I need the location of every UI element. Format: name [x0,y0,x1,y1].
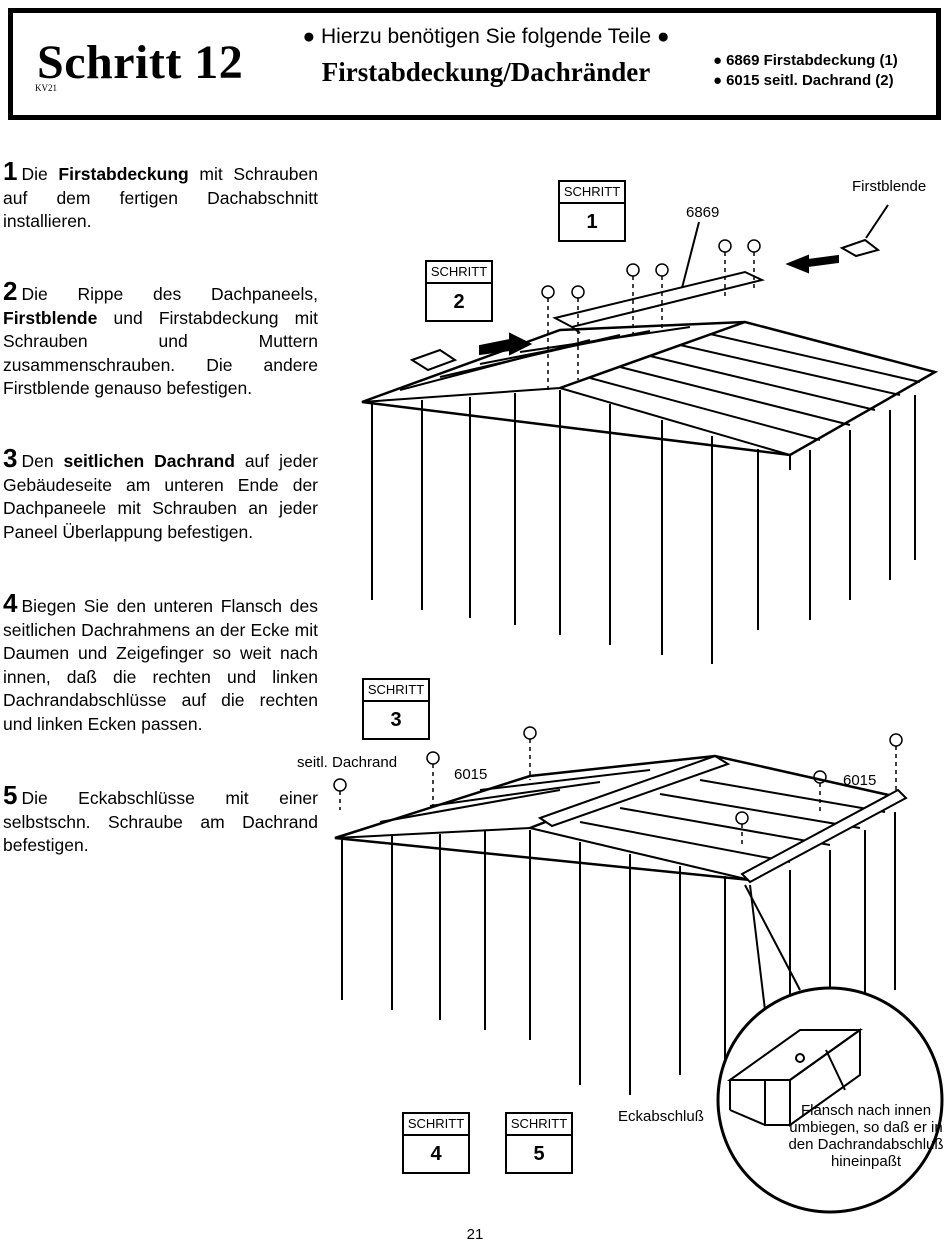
ridge-cap-lower [537,754,731,828]
header-box: Schritt 12 KV21 ● Hierzu benötigen Sie f… [8,8,941,120]
label-flansch-note: Flansch nach innen umbiegen, so daß er i… [788,1102,944,1170]
screws-lower [333,726,903,848]
upper-walls [371,390,916,664]
step-box-2: SCHRITT 2 [425,260,493,322]
instruction-number: 3 [3,443,18,473]
arrows-upper [409,204,889,372]
step-box-5: SCHRITT 5 [505,1112,573,1174]
instruction-number: 2 [3,276,18,306]
parts-list: 6869 Firstabdeckung (1) 6015 seitl. Dach… [713,51,898,91]
part-item: 6869 Firstabdeckung (1) [713,51,898,71]
label-part-6015-right: 6015 [843,772,877,789]
step-box-1: SCHRITT 1 [558,180,626,242]
instruction-number: 1 [3,156,18,186]
lower-roof [334,754,906,882]
detail-callout [716,884,944,1214]
part-item: 6015 seitl. Dachrand (2) [713,71,898,91]
instruction-number: 4 [3,588,18,618]
step-box-3: SCHRITT 3 [362,678,430,740]
step-title: Schritt 12 [37,36,244,89]
page-number: 21 [466,1226,484,1243]
lower-walls [341,812,896,1095]
label-part-6869: 6869 [686,204,720,221]
label-part-6015-left: 6015 [454,766,488,783]
step-box-4: SCHRITT 4 [402,1112,470,1174]
label-eckabschluss: Eckabschluß [618,1108,704,1125]
side-trim-6015 [740,788,908,884]
doc-code: KV21 [35,83,57,93]
label-firstblende: Firstblende [852,178,927,195]
section-name: Firstabdeckung/Dachränder [321,57,651,87]
instruction-number: 5 [3,780,18,810]
parts-intro: ● Hierzu benötigen Sie folgende Teile ● [302,25,670,48]
screws-upper [541,239,761,390]
label-seitl-dachrand: seitl. Dachrand [297,754,398,771]
